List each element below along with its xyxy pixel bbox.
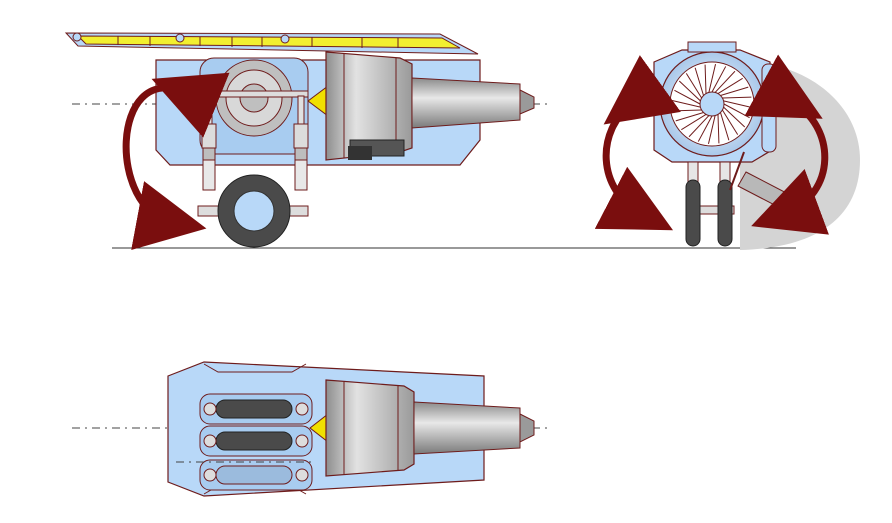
fan-case-top — [325, 379, 415, 477]
front-view — [594, 41, 860, 251]
top-view — [72, 361, 548, 497]
fan-blade — [708, 64, 717, 93]
fan-blade — [723, 106, 746, 128]
fan-blade — [704, 64, 707, 94]
front-wheel-right — [717, 179, 733, 247]
fan-blade — [717, 114, 720, 144]
front-wheel-left — [685, 179, 701, 247]
top-rail — [64, 32, 479, 55]
core-nozzle-top — [413, 401, 521, 455]
fan-hub — [699, 91, 725, 117]
fan-blade — [707, 115, 716, 144]
fan-case-side — [325, 51, 413, 161]
rail-bolt — [280, 34, 290, 44]
fan-blade — [714, 70, 736, 93]
roll-arrow-left — [594, 55, 681, 231]
top-wheel — [215, 431, 293, 451]
fan-blade — [720, 112, 730, 141]
top-wheel-set — [199, 393, 313, 491]
crossbar — [203, 90, 309, 98]
fan-blade — [711, 66, 727, 93]
fan-blade — [678, 80, 701, 102]
fan-blade — [721, 109, 739, 135]
rail-bolt — [72, 32, 82, 42]
pitch-rotation-arrow — [122, 72, 230, 250]
core-nozzle-side — [411, 77, 521, 129]
side-view — [64, 32, 796, 250]
fan-blade — [685, 73, 703, 99]
support-leg-right — [293, 95, 309, 191]
top-wheel-hidden — [215, 465, 293, 485]
fan-blade — [694, 67, 704, 96]
fan-blade — [697, 115, 713, 142]
fan-blade — [717, 77, 743, 95]
fan-blade — [688, 115, 710, 138]
top-wheel — [215, 399, 293, 419]
rail-bolt — [175, 33, 185, 43]
pivot-arm-right — [761, 63, 777, 153]
fan-blade — [681, 113, 707, 131]
front-legs — [685, 161, 735, 247]
roll-arrow-right — [744, 54, 830, 235]
fan-blade — [720, 86, 749, 96]
